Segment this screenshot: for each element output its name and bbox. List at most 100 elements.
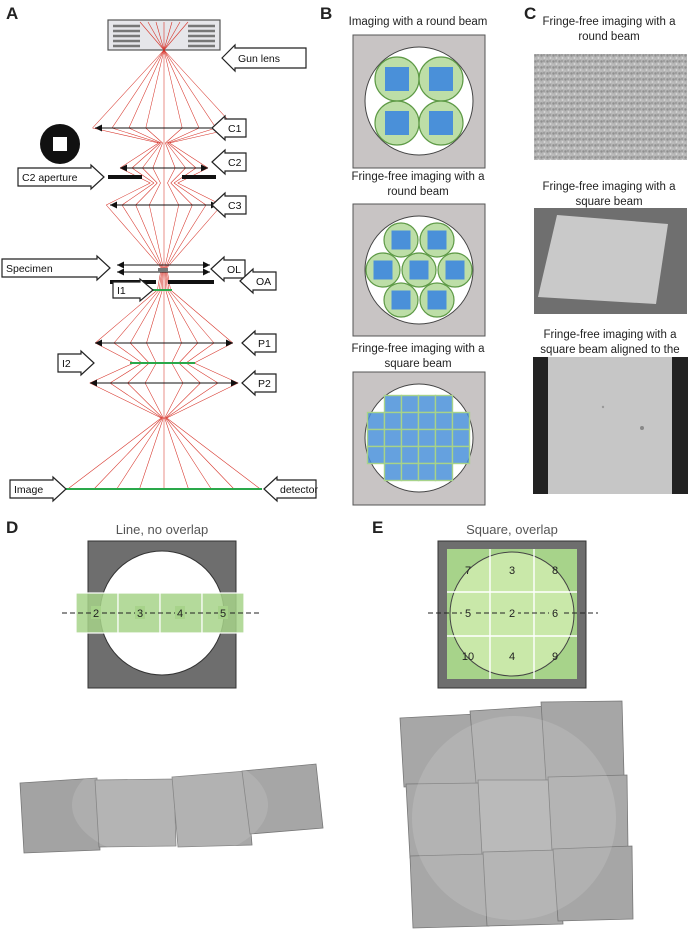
i1-label: I1 [117, 285, 126, 297]
specimen-arrow [1, 254, 111, 282]
panel-letter-c: C [524, 4, 537, 23]
c3-arrow [211, 191, 247, 219]
lens-c2 [120, 164, 208, 172]
square-tile-number-2: 2 [509, 608, 515, 620]
panel-letter-a: A [6, 4, 19, 23]
square-tile-number-9: 9 [552, 651, 558, 663]
panel-b-caption-2: Fringe-free imaging with a round beam [351, 171, 485, 198]
sensor-square-1 [427, 230, 447, 250]
line-tile-number-1: 3 [137, 608, 143, 620]
detector-label: detector [280, 484, 318, 496]
square-tile-number-6: 6 [552, 608, 558, 620]
specimen-label: Specimen [6, 263, 53, 275]
gun-rays [139, 21, 189, 51]
square-tile-r4-c1 [434, 462, 454, 482]
sensor-square-3 [429, 111, 453, 135]
fringe-free-round-schematic [352, 203, 486, 337]
panel-letter-b: B [320, 4, 333, 23]
p2-label: P2 [258, 378, 271, 390]
panel-e-title: Square, overlap [466, 522, 558, 537]
line-tile-number-3: 5 [220, 608, 226, 620]
beam-rays [67, 49, 261, 490]
panel-b-caption-3: Fringe-free imaging with a square beam [351, 343, 485, 370]
square-aperture-hole [53, 137, 67, 151]
i2-arrow [57, 349, 95, 377]
montage-e-tile-9 [552, 845, 634, 922]
panel-b-caption-1: Imaging with a round beam [348, 16, 488, 28]
line-tile-number-2: 4 [177, 608, 183, 620]
label-arrows [1, 43, 317, 503]
lens-ol-upper [117, 261, 210, 269]
micrograph-aligned-square-beam [533, 357, 688, 494]
c2-aperture-label: C2 aperture [22, 172, 78, 184]
sensor-square-0 [385, 67, 409, 91]
sensor-square-1 [429, 67, 453, 91]
specimen-mark [158, 268, 168, 272]
p1-label: P1 [258, 338, 271, 350]
sensor-square-2 [385, 111, 409, 135]
gun-lens-arrow [221, 43, 307, 73]
p1-arrow [241, 329, 277, 357]
micrograph-round-beam [534, 54, 687, 160]
i2-label: I2 [62, 358, 71, 370]
panel-c-caption-1: Fringe-free imaging with a round beam [542, 16, 676, 43]
panel-d-title: Line, no overlap [115, 522, 209, 537]
c2-aperture-right-plate [182, 175, 216, 179]
detector-arrow [263, 475, 317, 503]
square-tile-number-4: 4 [509, 651, 515, 663]
montage-d-tile-4 [241, 763, 324, 835]
panel-letter-e: E [372, 518, 384, 537]
sensor-square-5 [391, 290, 411, 310]
gun-coil-left [113, 24, 140, 48]
i1-arrow [112, 277, 154, 303]
montage-e-tile-4 [482, 849, 564, 927]
fringe-free-square-schematic [352, 371, 486, 506]
montage-d-tile-1 [19, 777, 101, 854]
c2-label: C2 [228, 157, 242, 169]
oa-arrow [239, 267, 277, 295]
micrograph-square-beam [534, 208, 687, 314]
gun-lens-label: Gun lens [238, 53, 280, 65]
c2-aperture-arrow [17, 163, 105, 191]
square-tile-number-10: 10 [462, 651, 474, 663]
square-tile-number-3: 3 [509, 565, 515, 577]
round-beam-schematic [352, 34, 486, 169]
p2-arrow [241, 369, 277, 397]
montage-d-tile-3 [171, 770, 253, 848]
montage-d-tile-2 [94, 778, 177, 848]
square-tile-number-8: 8 [552, 565, 558, 577]
square-tile-number-7: 7 [465, 565, 471, 577]
gun-coil-right [188, 24, 215, 48]
sensor-square-3 [409, 260, 429, 280]
sensor-square-4 [445, 260, 465, 280]
c2-arrow [211, 148, 247, 176]
sensor-square-2 [373, 260, 393, 280]
c2-aperture-left-plate [108, 175, 142, 179]
square-tile-r3-c2 [451, 445, 471, 465]
square-tile-number-5: 5 [465, 608, 471, 620]
oa-label: OA [256, 276, 271, 288]
lens-p1 [95, 339, 233, 347]
lens-p2 [90, 379, 238, 387]
image-arrow [9, 475, 67, 503]
panel-letter-d: D [6, 518, 19, 537]
oa-right-plate [168, 280, 214, 284]
c3-label: C3 [228, 200, 242, 212]
line-tile-number-0: 2 [93, 608, 99, 620]
ol-label: OL [227, 264, 241, 276]
sensor-square-0 [391, 230, 411, 250]
c1-arrow [211, 114, 247, 142]
panel-c-caption-2: Fringe-free imaging with a square beam [542, 181, 676, 208]
c1-label: C1 [228, 123, 242, 135]
sensor-square-6 [427, 290, 447, 310]
ol-arrow [210, 255, 246, 283]
image-label: Image [14, 484, 43, 496]
